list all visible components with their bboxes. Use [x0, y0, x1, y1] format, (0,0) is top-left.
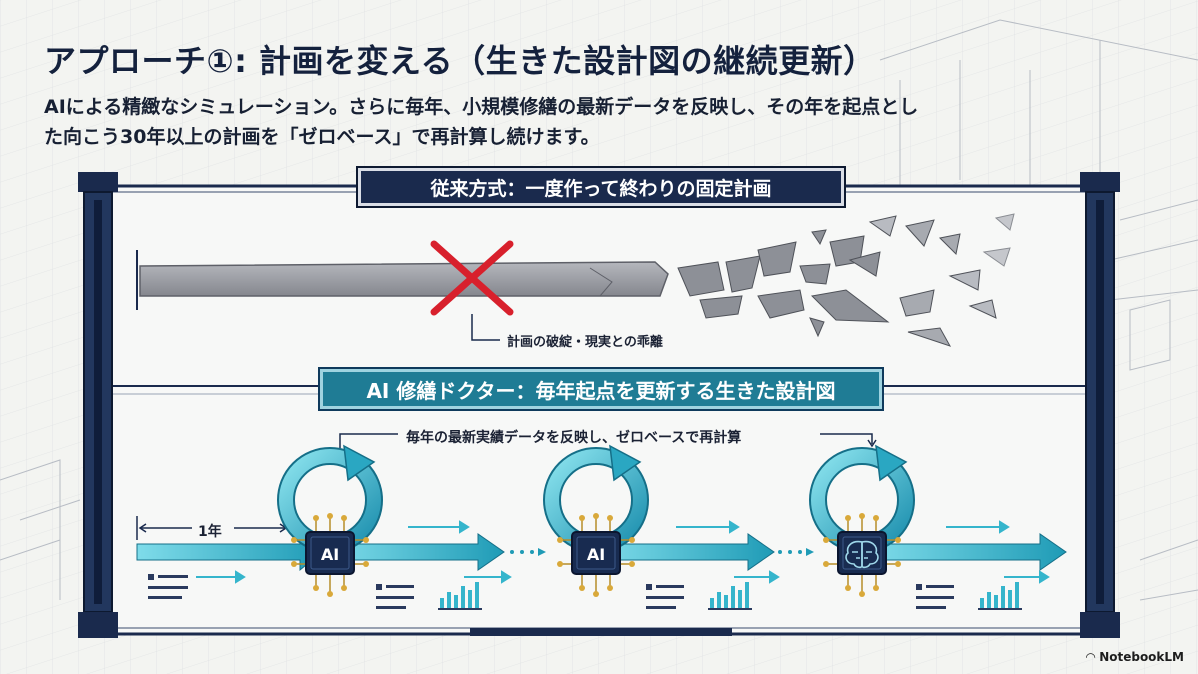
- chip-2-label: AI: [587, 545, 605, 564]
- mini-bar-graphs: [438, 582, 1022, 610]
- traditional-plan-banner: 従来方式：一度作って終わりの固定計画: [356, 166, 846, 208]
- data-stream-arrows: [196, 520, 1050, 584]
- plan-fragments: [677, 213, 1015, 347]
- plan-conflict-label: 計画の破綻・現実との乖離: [507, 335, 663, 350]
- ai-plan-banner: AI 修繕ドクター：毎年起点を更新する生きた設計図: [318, 367, 884, 411]
- left-pillar: [78, 172, 118, 638]
- update-loop-2: [543, 444, 649, 597]
- page-title: アプローチ①: 計画を変える（生きた設計図の継続更新）: [44, 42, 876, 80]
- fixed-plan-bar: [136, 250, 669, 310]
- right-pillar: [1080, 172, 1120, 638]
- cycle-label: 毎年の最新実績データを反映し、ゼロベースで再計算: [406, 430, 742, 446]
- page-subtitle: AIによる精緻なシミュレーション。さらに毎年、小規模修繕の最新データを反映し、そ…: [44, 96, 919, 148]
- update-loop-3: [809, 444, 915, 597]
- chip-1-label: AI: [321, 545, 339, 564]
- year-interval-label: 1年: [198, 524, 222, 540]
- brain-chip-icon: [845, 540, 879, 569]
- watermark-text: NotebookLM: [1099, 650, 1184, 664]
- update-loop-1: [277, 444, 383, 597]
- notebooklm-icon: ◠: [1085, 650, 1096, 664]
- cycle-bracket: [339, 433, 877, 448]
- failure-x-icon: [430, 240, 514, 316]
- document-lines: [148, 574, 954, 609]
- notebooklm-watermark: ◠ NotebookLM: [1086, 650, 1184, 664]
